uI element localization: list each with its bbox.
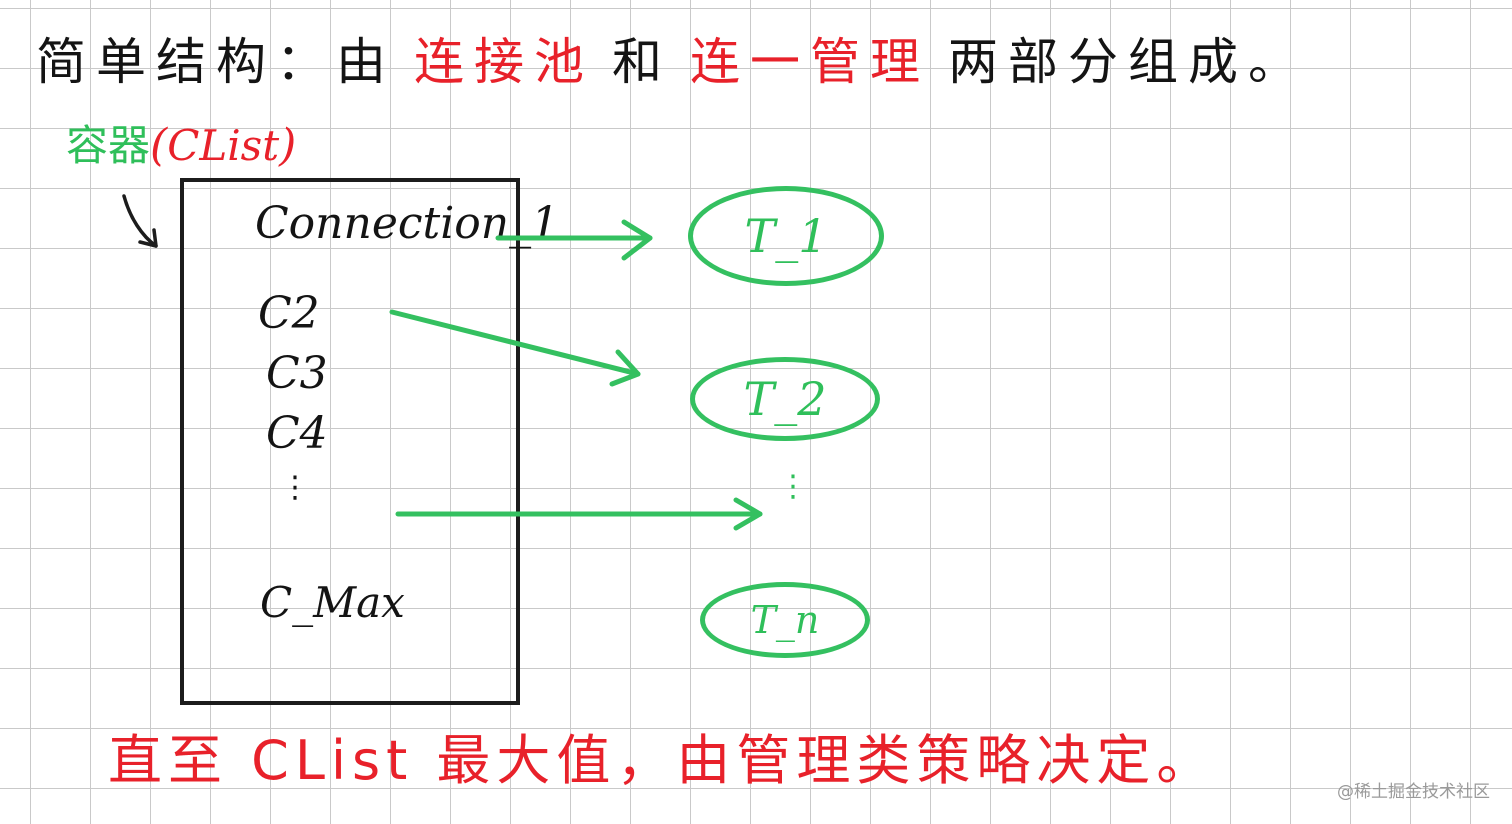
container-type: CList [167, 121, 280, 170]
title-part-3: 和 [612, 33, 672, 91]
connection-4: C4 [266, 408, 328, 459]
title-line: 简单结构：由连接池和连一管理两部分组成。 [36, 22, 1326, 94]
arrow-c1-to-t1 [495, 219, 653, 261]
title-part-1: 简单结构：由 [36, 33, 396, 91]
thread-1-ellipse: T_1 [688, 186, 884, 286]
thread-2-ellipse: T_2 [690, 357, 880, 441]
container-name: 容器 [66, 121, 151, 170]
paren-close: ) [279, 120, 297, 171]
connection-max: C_Max [260, 578, 405, 627]
footer-note: 直至 CList 最大值，由管理类策略决定。 [108, 729, 1217, 792]
watermark: @稀土掘金技术社区 [1337, 782, 1490, 802]
thread-n-label: T_n [750, 598, 820, 642]
title-part-5: 两部分组成。 [948, 33, 1308, 91]
container-label: 容器(CList) [66, 112, 296, 173]
thread-n-ellipse: T_n [700, 582, 870, 658]
connection-2: C2 [258, 288, 320, 339]
thread-2-label: T_2 [743, 372, 827, 426]
clist-box [180, 178, 520, 705]
title-part-2: 连接池 [414, 33, 594, 91]
down-arrow-icon [122, 194, 158, 248]
title-part-4: 连一管理 [690, 33, 930, 91]
arrow-c2-to-t2 [389, 309, 641, 387]
arrow-dots-to-thread-dots [395, 497, 763, 531]
thread-1-label: T_1 [744, 209, 828, 263]
paren-open: ( [150, 120, 168, 171]
connection-3: C3 [266, 348, 328, 399]
